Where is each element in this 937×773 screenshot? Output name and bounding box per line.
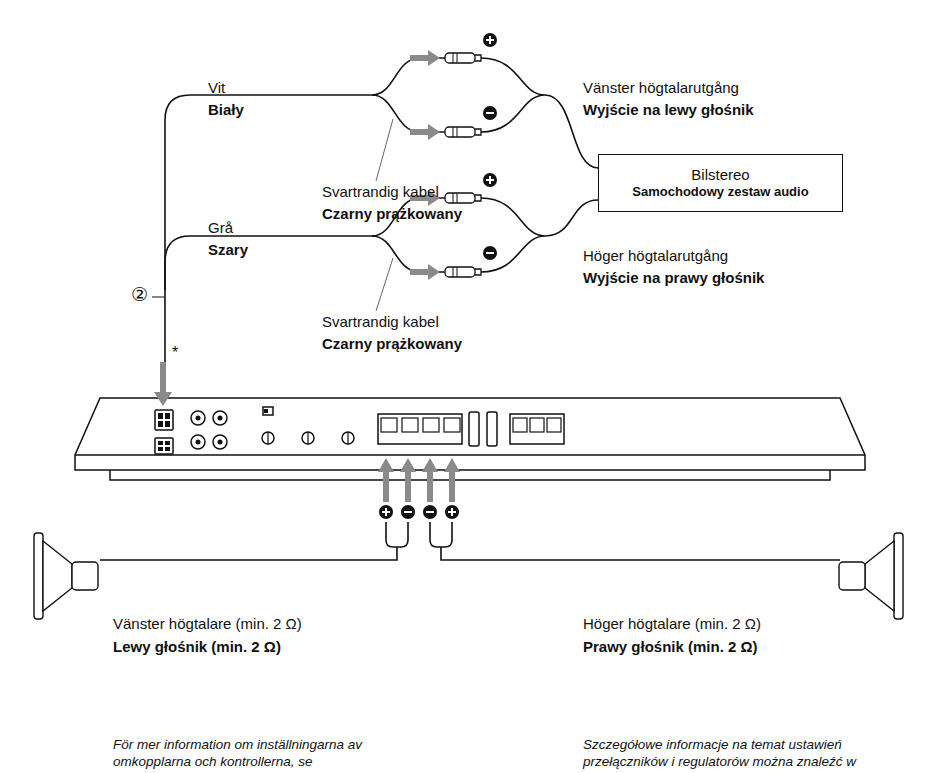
note-text: För mer information om inställningarna a…: [113, 736, 443, 770]
stereo-box: BilstereoSamochodowy zestaw audio: [598, 154, 843, 212]
speaker-label: Vänster högtalare (min. 2 Ω): [113, 615, 302, 633]
wire-color: Szary: [208, 241, 248, 259]
speaker-label: Prawy głośnik (min. 2 Ω): [583, 638, 758, 656]
box-subtitle: Samochodowy zestaw audio: [632, 184, 808, 201]
output-label: Wyjście na lewy głośnik: [583, 101, 754, 119]
speaker-label: Höger högtalare (min. 2 Ω): [583, 615, 761, 633]
output-label: Höger högtalarutgång: [583, 247, 728, 265]
box-title: Bilstereo: [691, 165, 749, 185]
wire-color: Grå: [208, 219, 233, 237]
speaker-label: Lewy głośnik (min. 2 Ω): [113, 638, 281, 656]
output-label: Wyjście na prawy głośnik: [583, 269, 764, 287]
cable-label: Czarny prążkowany: [322, 205, 462, 223]
cable-label: Svartrandig kabel: [322, 183, 439, 201]
cable-label: Svartrandig kabel: [322, 313, 439, 331]
wire-color: Vit: [208, 79, 225, 97]
note-text: Szczegółowe informacje na temat ustawień…: [583, 736, 913, 770]
callout-number: ②: [131, 284, 148, 307]
output-label: Vänster högtalarutgång: [583, 79, 739, 97]
cable-label: Czarny prążkowany: [322, 335, 462, 353]
footnote-mark: *: [172, 343, 178, 362]
wire-color: Biały: [208, 101, 244, 119]
